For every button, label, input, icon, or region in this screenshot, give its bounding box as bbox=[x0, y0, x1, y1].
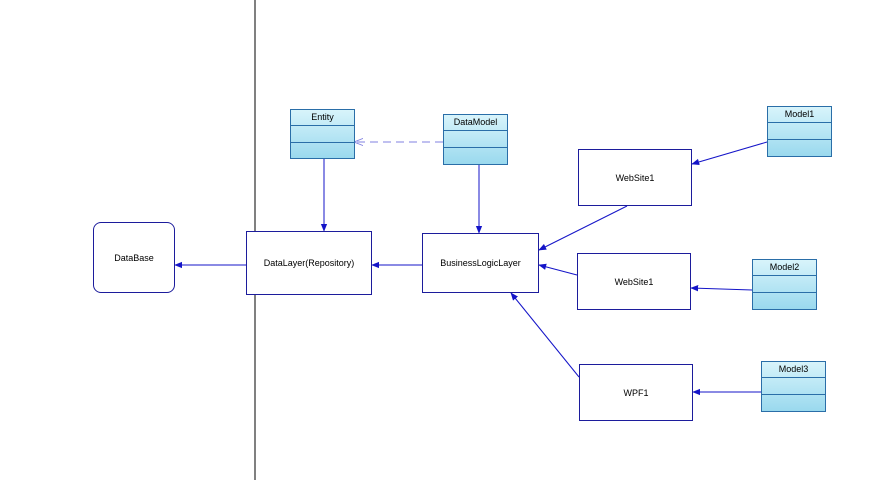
class-entity-attributes bbox=[291, 126, 354, 143]
class-model3[interactable]: Model3 bbox=[761, 361, 826, 412]
node-wpf1[interactable]: WPF1 bbox=[579, 364, 693, 421]
class-model2[interactable]: Model2 bbox=[752, 259, 817, 310]
node-website1a[interactable]: WebSite1 bbox=[578, 149, 692, 206]
node-website1b[interactable]: WebSite1 bbox=[577, 253, 691, 310]
class-entity[interactable]: Entity bbox=[290, 109, 355, 159]
class-entity-operations bbox=[291, 143, 354, 160]
edge-model2-to-website1b bbox=[690, 285, 753, 292]
class-model2-attributes bbox=[753, 276, 816, 293]
node-wpf1-label: WPF1 bbox=[623, 387, 649, 398]
class-datamodel-operations bbox=[444, 148, 507, 165]
class-model1-attributes bbox=[768, 123, 831, 140]
edge-website1b-to-business bbox=[538, 263, 578, 276]
edge-website1a-to-business bbox=[538, 205, 628, 251]
node-datalayer[interactable]: DataLayer(Repository) bbox=[246, 231, 372, 295]
class-datamodel-attributes bbox=[444, 131, 507, 148]
node-business-label: BusinessLogicLayer bbox=[440, 258, 521, 268]
class-model3-operations bbox=[762, 395, 825, 412]
class-model2-operations bbox=[753, 293, 816, 310]
class-model3-title: Model3 bbox=[762, 362, 825, 378]
class-model3-attributes bbox=[762, 378, 825, 395]
class-model1-operations bbox=[768, 140, 831, 157]
node-database[interactable]: DataBase bbox=[93, 222, 175, 293]
node-datalayer-label: DataLayer(Repository) bbox=[263, 258, 355, 268]
class-datamodel-title: DataModel bbox=[444, 115, 507, 131]
class-datamodel[interactable]: DataModel bbox=[443, 114, 508, 165]
class-model1[interactable]: Model1 bbox=[767, 106, 832, 157]
class-entity-title: Entity bbox=[291, 110, 354, 126]
edge-wpf1-to-business bbox=[510, 292, 580, 378]
node-website1b-label: WebSite1 bbox=[614, 276, 654, 287]
node-business[interactable]: BusinessLogicLayer bbox=[422, 233, 539, 293]
class-model1-title: Model1 bbox=[768, 107, 831, 123]
node-database-label: DataBase bbox=[114, 252, 154, 263]
class-model2-title: Model2 bbox=[753, 260, 816, 276]
node-website1a-label: WebSite1 bbox=[615, 172, 655, 183]
edge-model1-to-website1a bbox=[691, 141, 768, 166]
